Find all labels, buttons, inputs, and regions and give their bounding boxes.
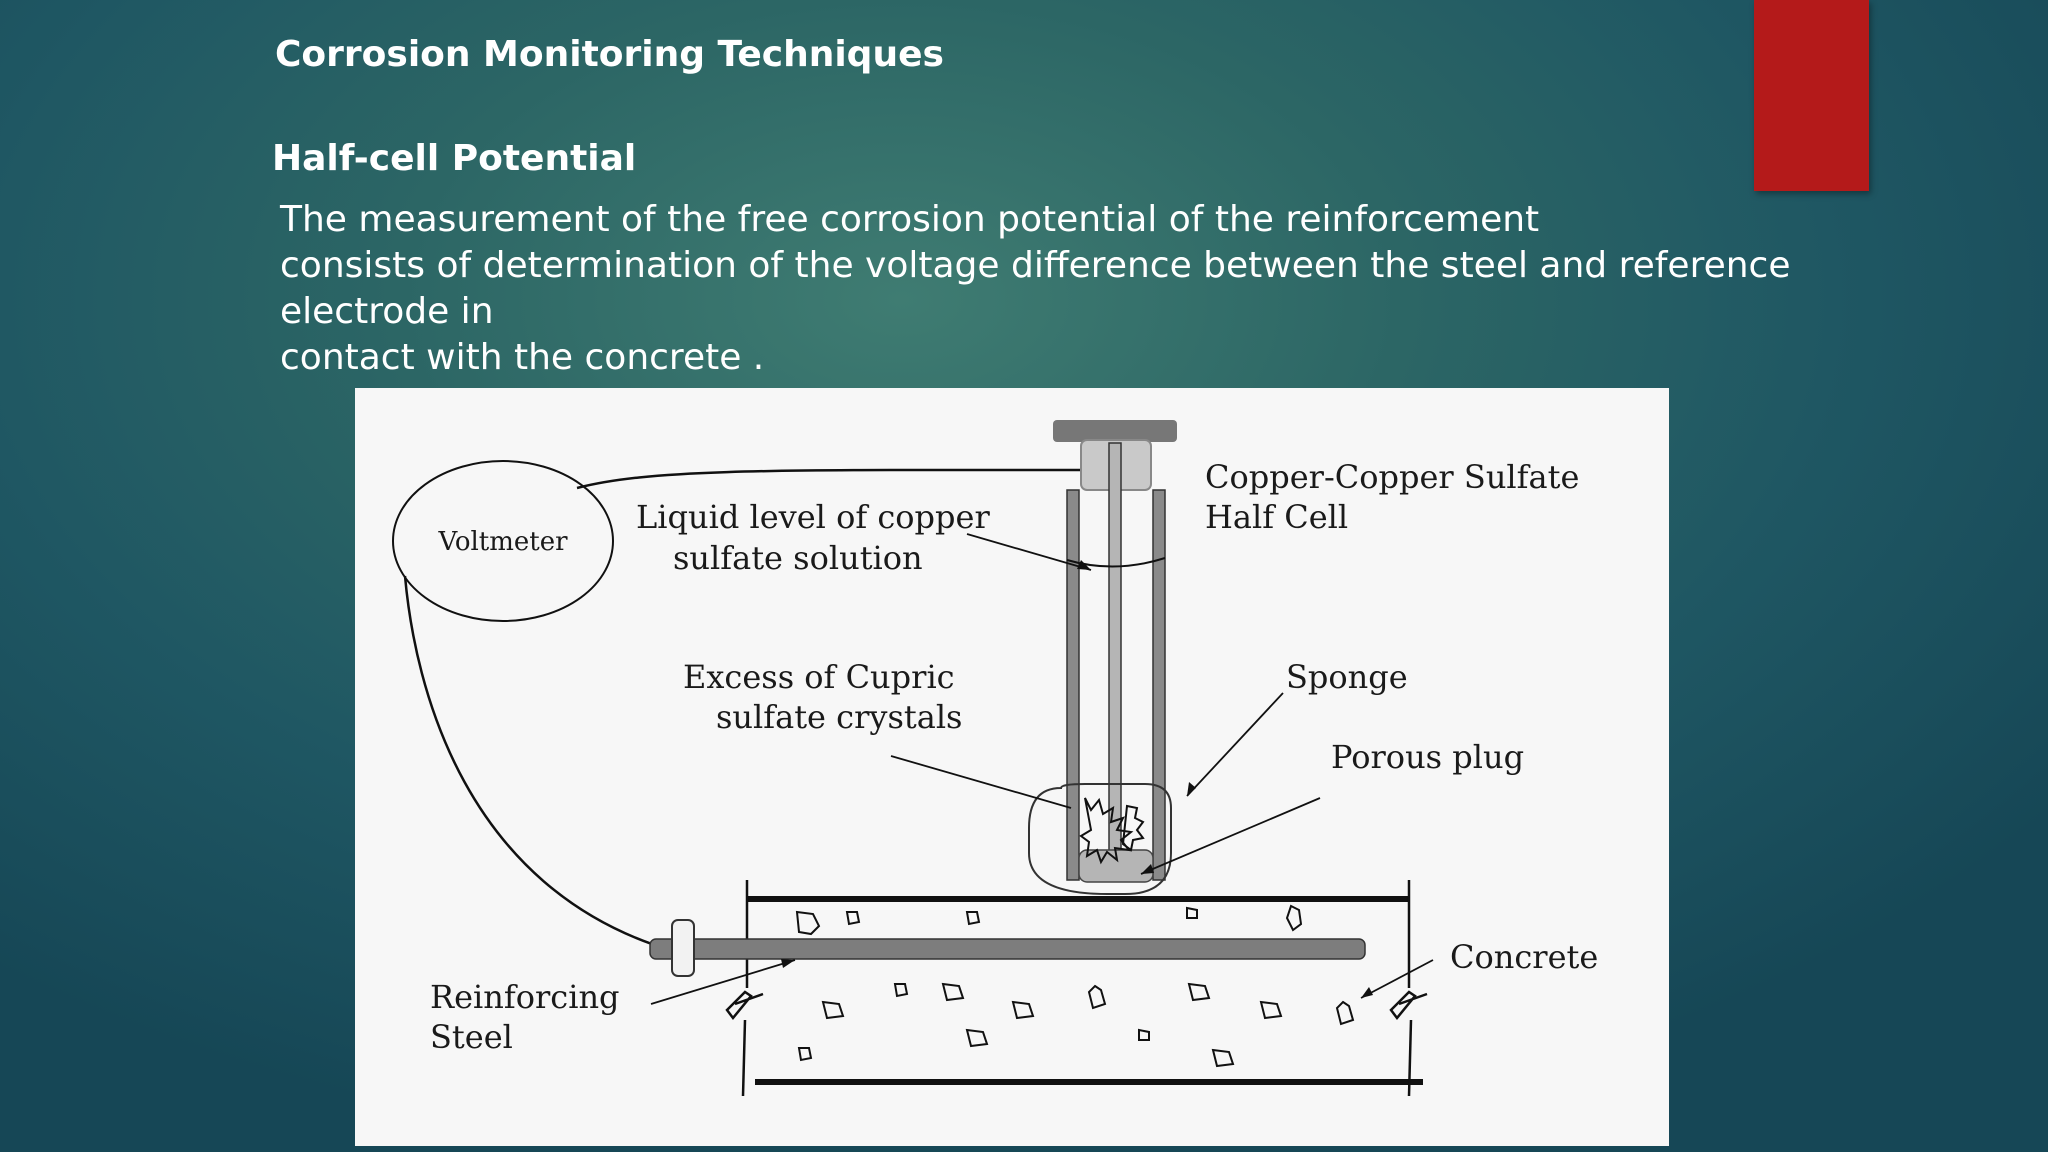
body-paragraph: The measurement of the free corrosion po… <box>280 197 1791 381</box>
half-cell-label: Half Cell <box>1205 498 1348 536</box>
sponge <box>1028 783 1172 895</box>
liquid-level-label: Liquid level of copper <box>636 498 990 536</box>
copper-rod <box>1108 442 1122 872</box>
section-heading: Half-cell Potential <box>272 138 637 179</box>
excess-crystals-label: sulfate crystals <box>716 698 962 736</box>
tube-wall-left <box>1066 489 1080 881</box>
voltmeter-label: Voltmeter <box>437 527 568 557</box>
concrete-right-edge <box>1407 1019 1413 1097</box>
body-line: consists of determination of the voltage… <box>280 245 1791 286</box>
steel-connector <box>671 919 695 977</box>
half-cell-label: Copper-Copper Sulfate <box>1205 458 1579 496</box>
concrete-label: Concrete <box>1450 938 1598 976</box>
reinforcing-steel-label: Reinforcing <box>430 978 620 1016</box>
porous-plug-label: Porous plug <box>1331 738 1524 776</box>
cupric-crystals <box>1121 804 1145 852</box>
liquid-level-line <box>1066 557 1166 568</box>
tube-wall-right <box>1152 489 1166 881</box>
cupric-crystals <box>1079 797 1134 865</box>
wire-to-steel <box>403 575 671 952</box>
half-cell-diagram: Voltmeter <box>355 388 1669 1146</box>
reinforcing-steel-bar <box>649 938 1366 960</box>
liquid-level-label: sulfate solution <box>673 539 923 577</box>
half-cell-cap <box>1053 420 1177 442</box>
break-mark-right <box>1389 990 1428 1021</box>
body-line: The measurement of the free corrosion po… <box>280 199 1540 240</box>
half-cell-diagram-svg: Voltmeter <box>392 420 1598 1097</box>
slide-title: Corrosion Monitoring Techniques <box>275 34 944 75</box>
wire-to-half-cell <box>576 468 1118 490</box>
leader-arrowheads <box>781 560 1373 998</box>
aggregate-group <box>795 904 1355 1068</box>
leader-lines <box>650 533 1434 1005</box>
voltmeter-ellipse <box>392 460 614 622</box>
excess-crystals-label: Excess of Cupric <box>683 658 955 696</box>
accent-bar <box>1754 0 1869 191</box>
concrete-left-edge <box>741 1019 747 1097</box>
body-line: electrode in <box>280 291 494 332</box>
break-mark-left <box>725 990 764 1021</box>
body-line: contact with the concrete . <box>280 337 765 378</box>
sponge-label: Sponge <box>1286 658 1408 696</box>
reinforcing-steel-label: Steel <box>430 1018 513 1056</box>
